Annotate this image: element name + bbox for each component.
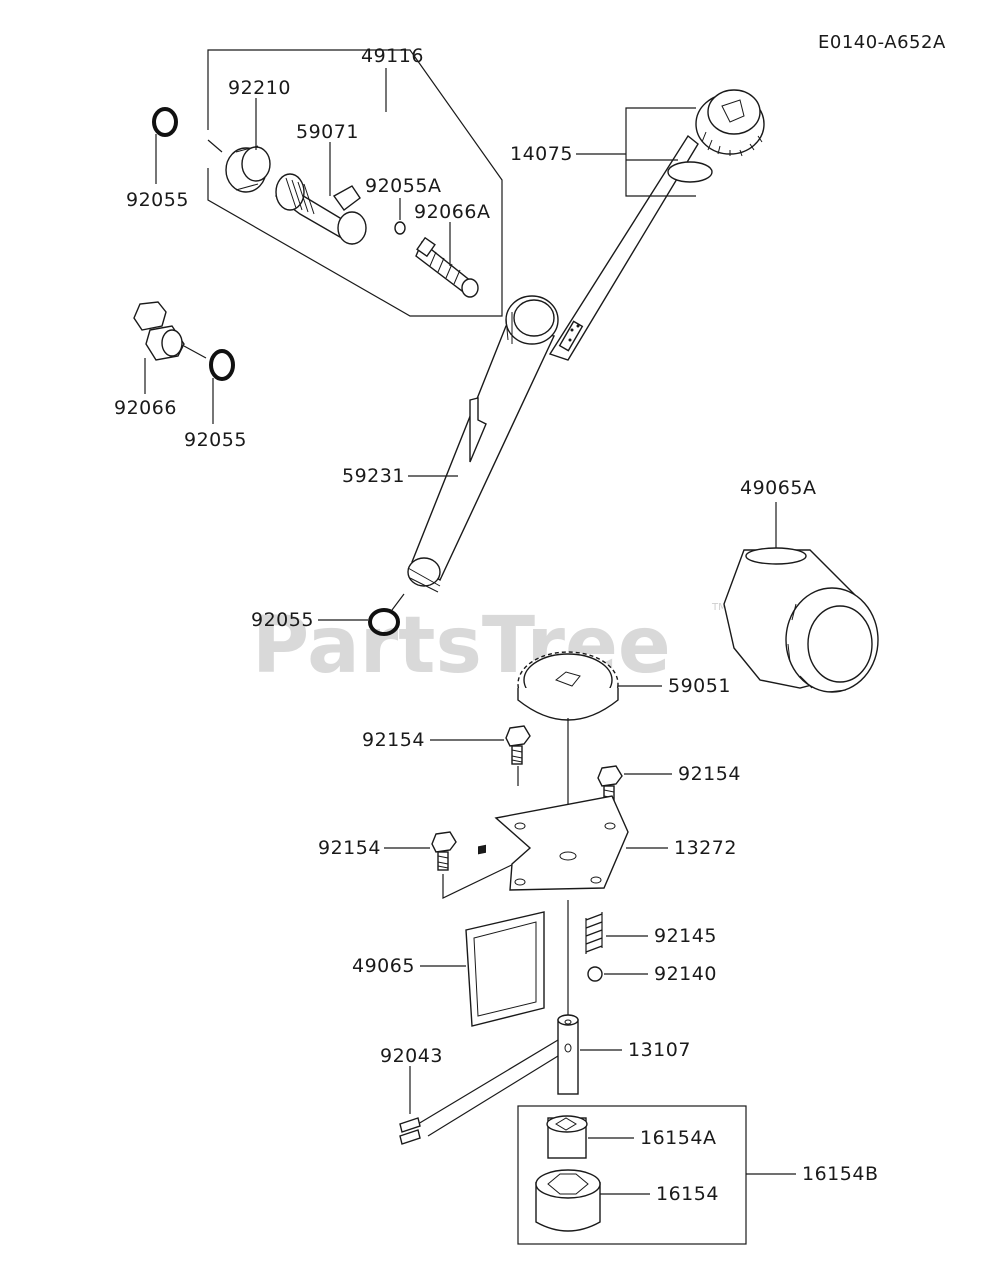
part-59051-gear (517, 651, 619, 721)
part-49065A-oil-filter (723, 502, 879, 693)
part-92140-ball (587, 966, 603, 982)
label-92055-top[interactable]: 92055 (126, 189, 189, 211)
label-13272[interactable]: 13272 (674, 837, 737, 859)
part-92055-oring-top (152, 107, 178, 137)
part-16154A-rotor (546, 1115, 588, 1159)
label-92154-c[interactable]: 92154 (318, 837, 381, 859)
label-92210[interactable]: 92210 (228, 77, 291, 99)
part-92066A-plug (415, 236, 479, 298)
part-49065-screen (465, 844, 545, 1027)
part-92210-collar (225, 145, 271, 193)
label-92055-mid[interactable]: 92055 (184, 429, 247, 451)
part-92066-plug (133, 301, 185, 361)
label-92145[interactable]: 92145 (654, 925, 717, 947)
diagram-code: E0140-A652A (818, 32, 946, 53)
part-92154-bolt-a (505, 725, 531, 765)
leader-14075 (576, 107, 696, 197)
part-14075-dipstick (548, 89, 765, 361)
part-59071-fitting (275, 173, 367, 245)
label-92043[interactable]: 92043 (380, 1045, 443, 1067)
label-92066[interactable]: 92066 (114, 397, 177, 419)
label-16154B[interactable]: 16154B (802, 1163, 878, 1185)
part-59231-tube (407, 295, 559, 593)
label-59051[interactable]: 59051 (668, 675, 731, 697)
part-92055-oring-low (368, 608, 400, 636)
part-92043-pins (399, 1117, 421, 1145)
label-59231[interactable]: 59231 (342, 465, 405, 487)
label-14075[interactable]: 14075 (510, 143, 573, 165)
label-49116[interactable]: 49116 (361, 45, 424, 67)
part-92145-spring (585, 912, 603, 954)
assembly-16154B-box (517, 1105, 747, 1245)
label-49065A[interactable]: 49065A (740, 477, 816, 499)
label-16154A[interactable]: 16154A (640, 1127, 716, 1149)
part-92154-bolt-c (431, 831, 457, 871)
label-59071[interactable]: 59071 (296, 121, 359, 143)
label-92140[interactable]: 92140 (654, 963, 717, 985)
part-92055A-oring (394, 221, 406, 235)
part-16154-outer-rotor (535, 1169, 601, 1232)
assembly-49116-bracket (207, 49, 503, 317)
label-92154-a[interactable]: 92154 (362, 729, 425, 751)
watermark-trademark: TM (711, 602, 727, 613)
label-92154-b[interactable]: 92154 (678, 763, 741, 785)
part-13107-shaft (417, 1014, 579, 1137)
label-92066A[interactable]: 92066A (414, 201, 490, 223)
label-49065[interactable]: 49065 (352, 955, 415, 977)
label-92055-low[interactable]: 92055 (251, 609, 314, 631)
label-13107[interactable]: 13107 (628, 1039, 691, 1061)
label-92055A[interactable]: 92055A (365, 175, 441, 197)
label-16154[interactable]: 16154 (656, 1183, 719, 1205)
part-13272-plate (494, 795, 629, 891)
part-92055-oring-mid (209, 349, 235, 381)
